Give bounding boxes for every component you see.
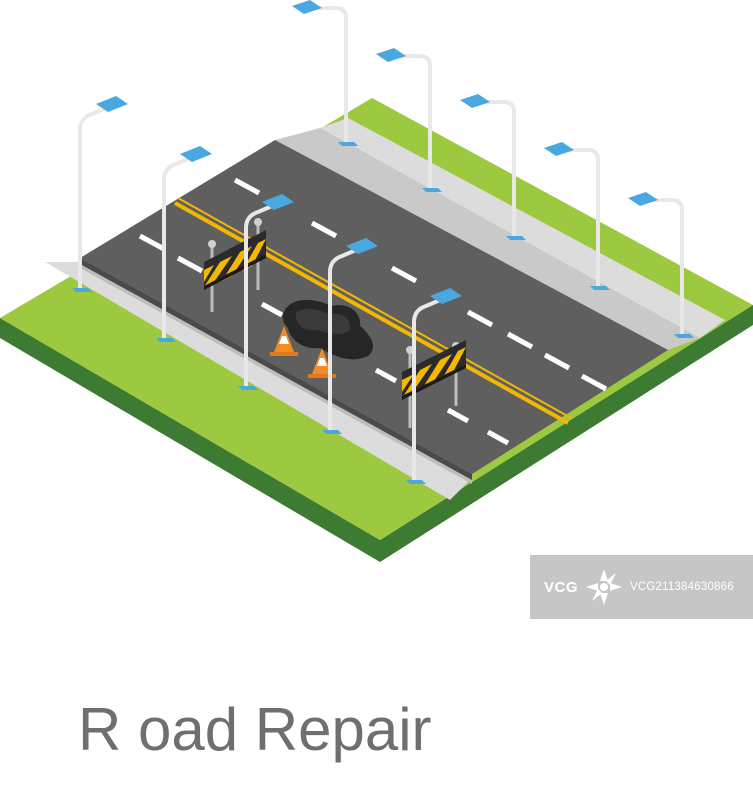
street-lamp-icon-5 bbox=[406, 288, 462, 484]
street-lamp-icon bbox=[72, 96, 128, 292]
far-sidewalk bbox=[320, 118, 725, 338]
lane-dashes-upper bbox=[233, 177, 608, 392]
watermark: VCG VCG211384630866 bbox=[530, 555, 753, 619]
street-lamp-icon-8 bbox=[460, 94, 526, 240]
pothole-shade bbox=[295, 308, 351, 335]
road-edge bbox=[80, 258, 472, 480]
center-line-2 bbox=[177, 197, 572, 419]
near-sidewalk bbox=[45, 262, 472, 500]
center-line bbox=[174, 201, 569, 425]
street-lamp-icon-9 bbox=[544, 142, 610, 290]
vcg-logo-icon bbox=[586, 569, 623, 605]
street-lamp-icon-10 bbox=[628, 192, 694, 338]
street-lamp-icon-2 bbox=[156, 146, 212, 342]
far-curb bbox=[275, 128, 700, 350]
traffic-cone-icon bbox=[270, 326, 298, 356]
lane-dashes-lower bbox=[138, 233, 510, 446]
watermark-brand: VCG bbox=[544, 578, 579, 596]
street-lamp-icon-6 bbox=[292, 0, 358, 146]
road-barrier-icon-2 bbox=[402, 340, 466, 428]
caption-title: R oad Repair bbox=[78, 696, 432, 763]
road-barrier-icon bbox=[204, 218, 266, 312]
street-lamp-icon-3 bbox=[238, 194, 294, 390]
street-lamp-icon-7 bbox=[376, 48, 442, 192]
watermark-id: VCG211384630866 bbox=[630, 581, 734, 593]
street-lamp-icon-4 bbox=[322, 238, 378, 434]
